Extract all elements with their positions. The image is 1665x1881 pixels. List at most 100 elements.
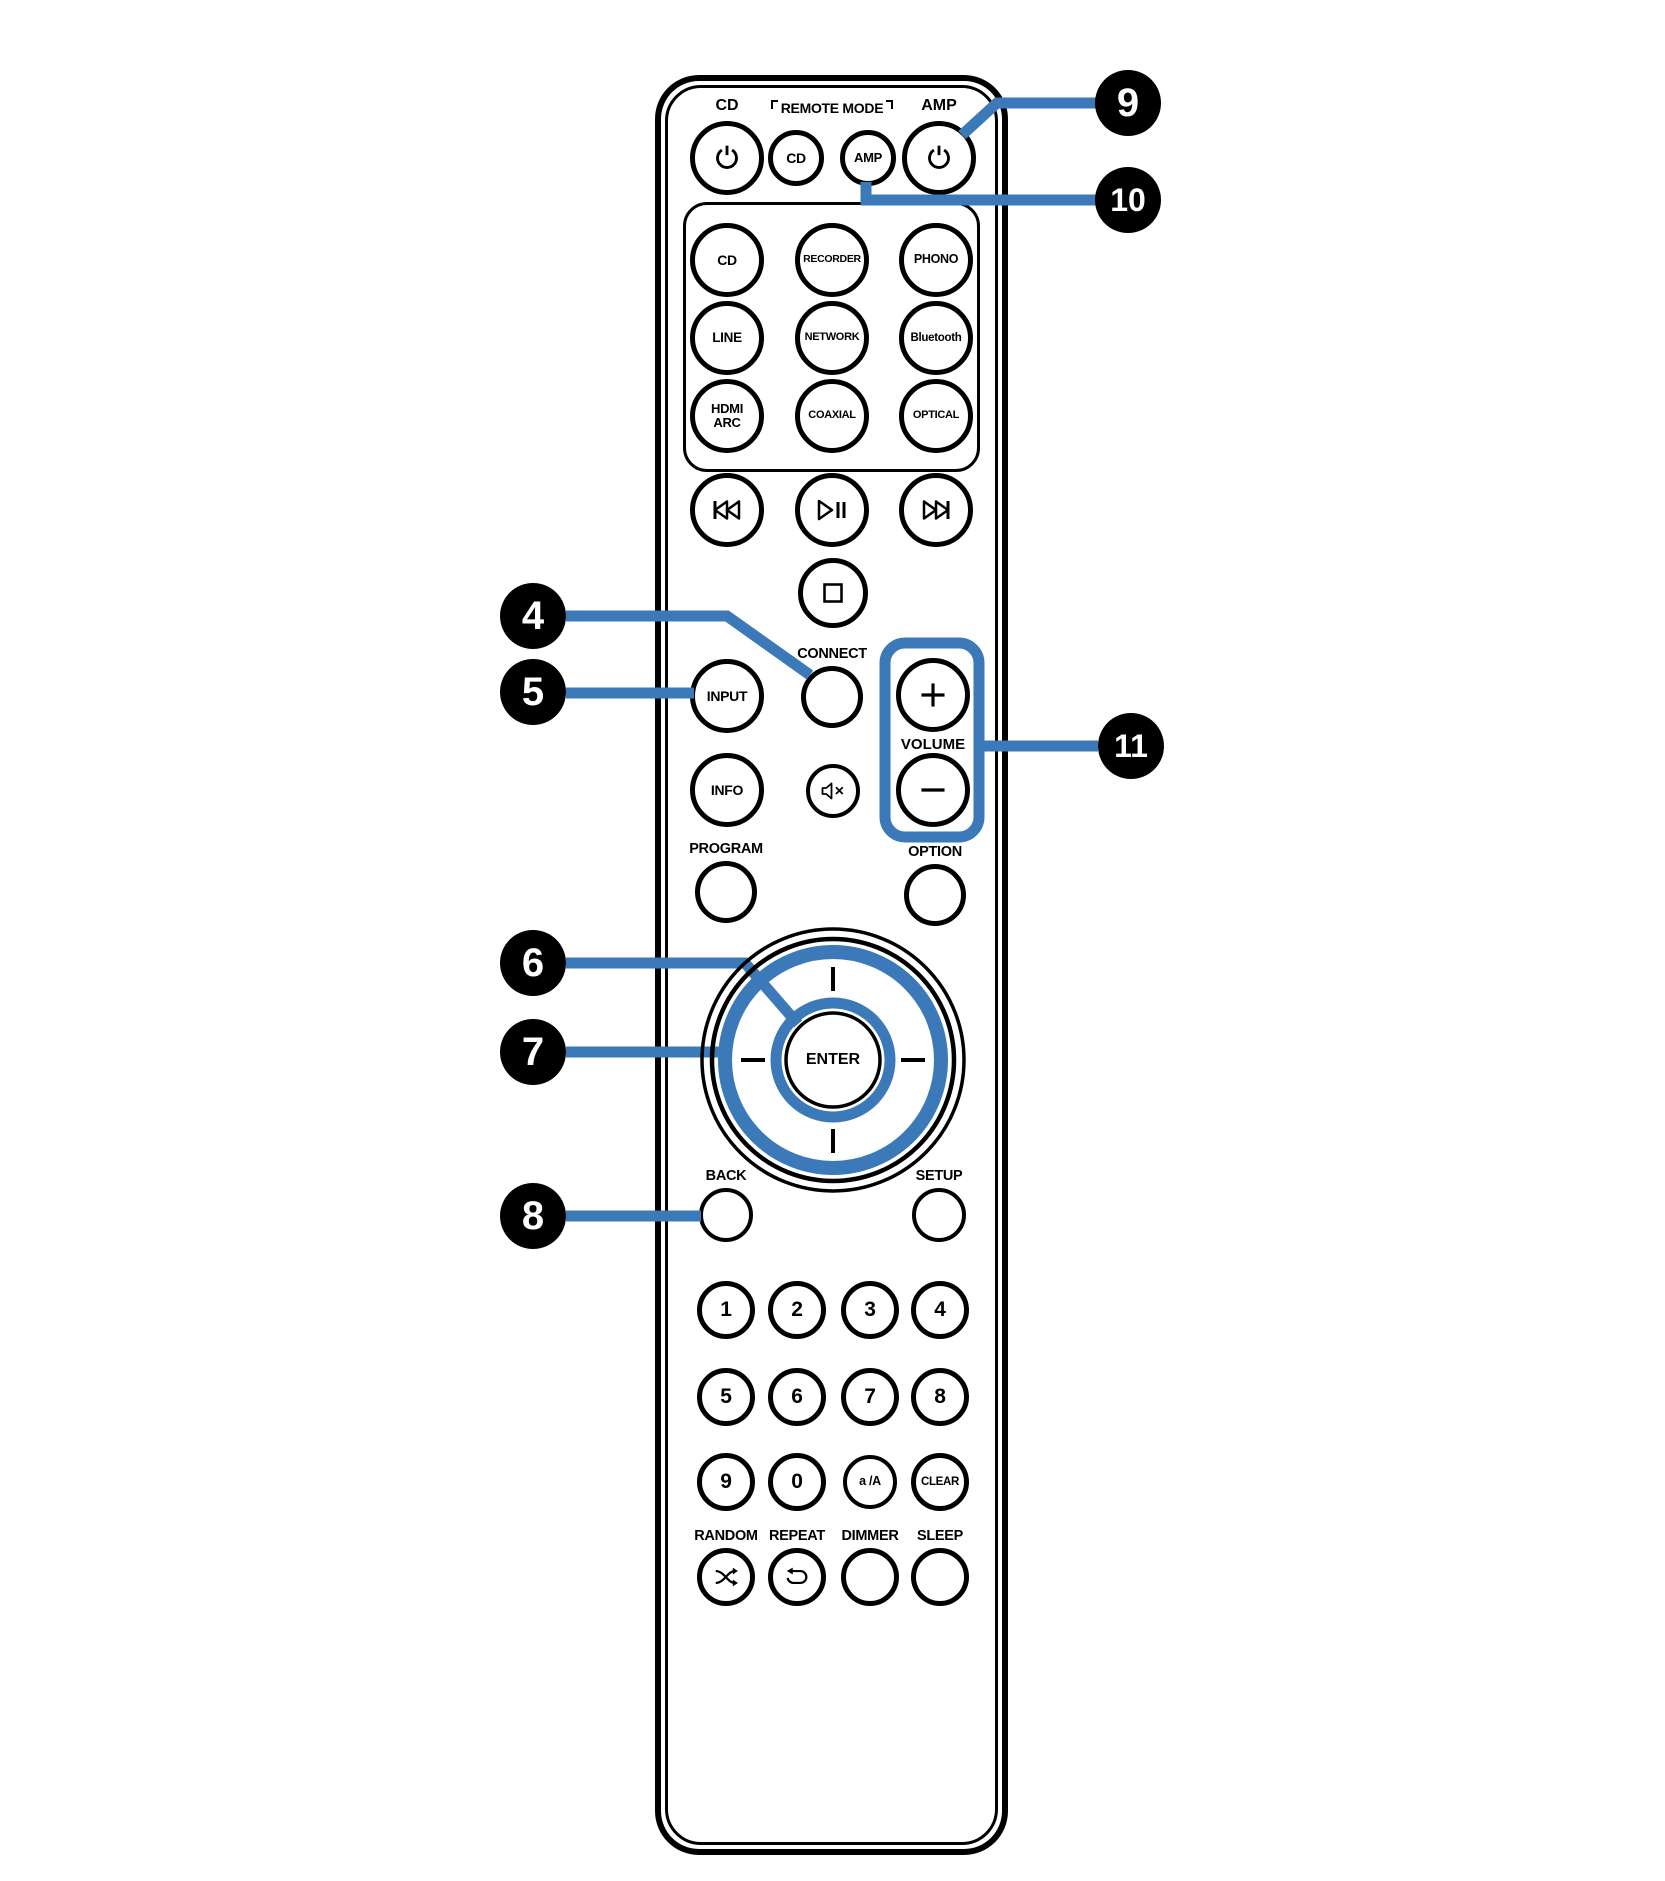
bracket-right-icon: [886, 100, 894, 109]
cd-power-label: CD: [715, 97, 739, 114]
bracket-left-icon: [770, 100, 778, 109]
source-hdmi-arc-button[interactable]: HDMI ARC: [690, 379, 764, 453]
char-mode-text: a /A: [859, 1474, 881, 1489]
digit-2-button[interactable]: 2: [768, 1281, 826, 1339]
power-amp-button[interactable]: [902, 121, 976, 195]
source-phono-button[interactable]: PHONO: [899, 223, 973, 297]
setup-label: SETUP: [915, 1168, 963, 1184]
remote-mode-cd-text: CD: [786, 149, 806, 166]
source-line-button[interactable]: LINE: [690, 301, 764, 375]
source-coaxial-text: COAXIAL: [808, 409, 856, 422]
input-text: INPUT: [706, 687, 748, 704]
source-network-button[interactable]: NETWORK: [795, 301, 869, 375]
source-line-text: LINE: [712, 329, 742, 345]
source-recorder-text: RECORDER: [803, 253, 861, 266]
digit-6-button[interactable]: 6: [768, 1368, 826, 1426]
stop-button[interactable]: [798, 558, 868, 628]
power-cd-button[interactable]: [690, 121, 764, 195]
program-label: PROGRAM: [689, 841, 763, 857]
back-label: BACK: [705, 1168, 747, 1184]
play-pause-button[interactable]: [795, 473, 869, 547]
source-phono-text: PHONO: [913, 252, 959, 267]
skip-back-button[interactable]: [690, 473, 764, 547]
volume-up-button[interactable]: [896, 658, 970, 732]
source-optical-button[interactable]: OPTICAL: [899, 379, 973, 453]
amp-power-label: AMP: [921, 97, 957, 114]
clear-text: CLEAR: [920, 1475, 960, 1488]
back-button[interactable]: [699, 1188, 753, 1242]
mute-icon: [821, 782, 844, 800]
digit-8-text: 8: [934, 1384, 946, 1408]
sleep-button[interactable]: [911, 1548, 969, 1606]
digit-0-button[interactable]: 0: [768, 1453, 826, 1511]
source-buttons-group: [683, 202, 980, 472]
power-icon: [928, 145, 950, 169]
callout-4-badge: 4: [500, 583, 566, 649]
remote-mode-amp-button[interactable]: AMP: [840, 130, 896, 186]
shuffle-icon: [715, 1567, 738, 1587]
random-label: RANDOM: [694, 1528, 758, 1544]
digit-4-button[interactable]: 4: [911, 1281, 969, 1339]
option-label: OPTION: [908, 844, 962, 860]
char-mode-button[interactable]: a /A: [843, 1455, 897, 1509]
repeat-label: REPEAT: [769, 1528, 825, 1544]
input-button[interactable]: INPUT: [690, 659, 764, 733]
remote-mode-text: REMOTE MODE: [780, 100, 884, 116]
setup-button[interactable]: [912, 1188, 966, 1242]
source-optical-text: OPTICAL: [912, 409, 960, 422]
source-cd-button[interactable]: CD: [690, 223, 764, 297]
digit-5-text: 5: [720, 1384, 732, 1408]
info-text: INFO: [710, 781, 744, 798]
option-button[interactable]: [904, 864, 966, 926]
volume-label: VOLUME: [900, 736, 966, 753]
volume-down-button[interactable]: [896, 753, 970, 827]
remote-mode-amp-text: AMP: [854, 150, 882, 166]
digit-9-text: 9: [720, 1469, 732, 1493]
callout-10-badge: 10: [1095, 167, 1161, 233]
digit-0-text: 0: [791, 1469, 803, 1493]
source-cd-text: CD: [717, 251, 737, 268]
remote-mode-cd-button[interactable]: CD: [768, 130, 824, 186]
digit-3-button[interactable]: 3: [841, 1281, 899, 1339]
dimmer-button[interactable]: [841, 1548, 899, 1606]
sleep-label: SLEEP: [916, 1528, 964, 1544]
mute-button[interactable]: [806, 764, 860, 818]
digit-7-button[interactable]: 7: [841, 1368, 899, 1426]
info-button[interactable]: INFO: [690, 753, 764, 827]
random-button[interactable]: [697, 1548, 755, 1606]
remote-body: CD REMOTE MODE AMP CD AMP CD RECORDER PHONO L…: [655, 75, 1008, 1855]
clear-button[interactable]: CLEAR: [911, 1453, 969, 1511]
repeat-button[interactable]: [768, 1548, 826, 1606]
minus-icon: [921, 788, 945, 792]
play-pause-icon: [817, 499, 846, 521]
enter-button[interactable]: ENTER: [805, 1051, 861, 1068]
skip-forward-button[interactable]: [899, 473, 973, 547]
digit-9-button[interactable]: 9: [697, 1453, 755, 1511]
source-hdmi-arc-text: HDMI ARC: [710, 401, 744, 430]
callout-7-badge: 7: [500, 1019, 566, 1085]
program-button[interactable]: [695, 861, 757, 923]
source-bluetooth-text: Bluetooth: [910, 331, 962, 344]
callout-9-badge: 9: [1095, 70, 1161, 136]
callout-8-badge: 8: [500, 1183, 566, 1249]
digit-8-button[interactable]: 8: [911, 1368, 969, 1426]
digit-1-button[interactable]: 1: [697, 1281, 755, 1339]
digit-3-text: 3: [864, 1297, 876, 1321]
digit-1-text: 1: [720, 1297, 732, 1321]
repeat-icon: [786, 1567, 808, 1585]
source-network-text: NETWORK: [804, 331, 860, 344]
digit-7-text: 7: [864, 1384, 876, 1408]
plus-icon: [921, 683, 945, 707]
stop-icon: [823, 583, 843, 603]
skip-forward-icon: [922, 500, 950, 520]
source-coaxial-button[interactable]: COAXIAL: [795, 379, 869, 453]
callout-11-badge: 11: [1098, 713, 1164, 779]
source-recorder-button[interactable]: RECORDER: [795, 223, 869, 297]
source-bluetooth-button[interactable]: Bluetooth: [899, 301, 973, 375]
skip-back-icon: [713, 500, 741, 520]
power-icon: [716, 145, 738, 169]
connect-button[interactable]: [801, 666, 863, 728]
dimmer-label: DIMMER: [841, 1528, 899, 1544]
digit-5-button[interactable]: 5: [697, 1368, 755, 1426]
